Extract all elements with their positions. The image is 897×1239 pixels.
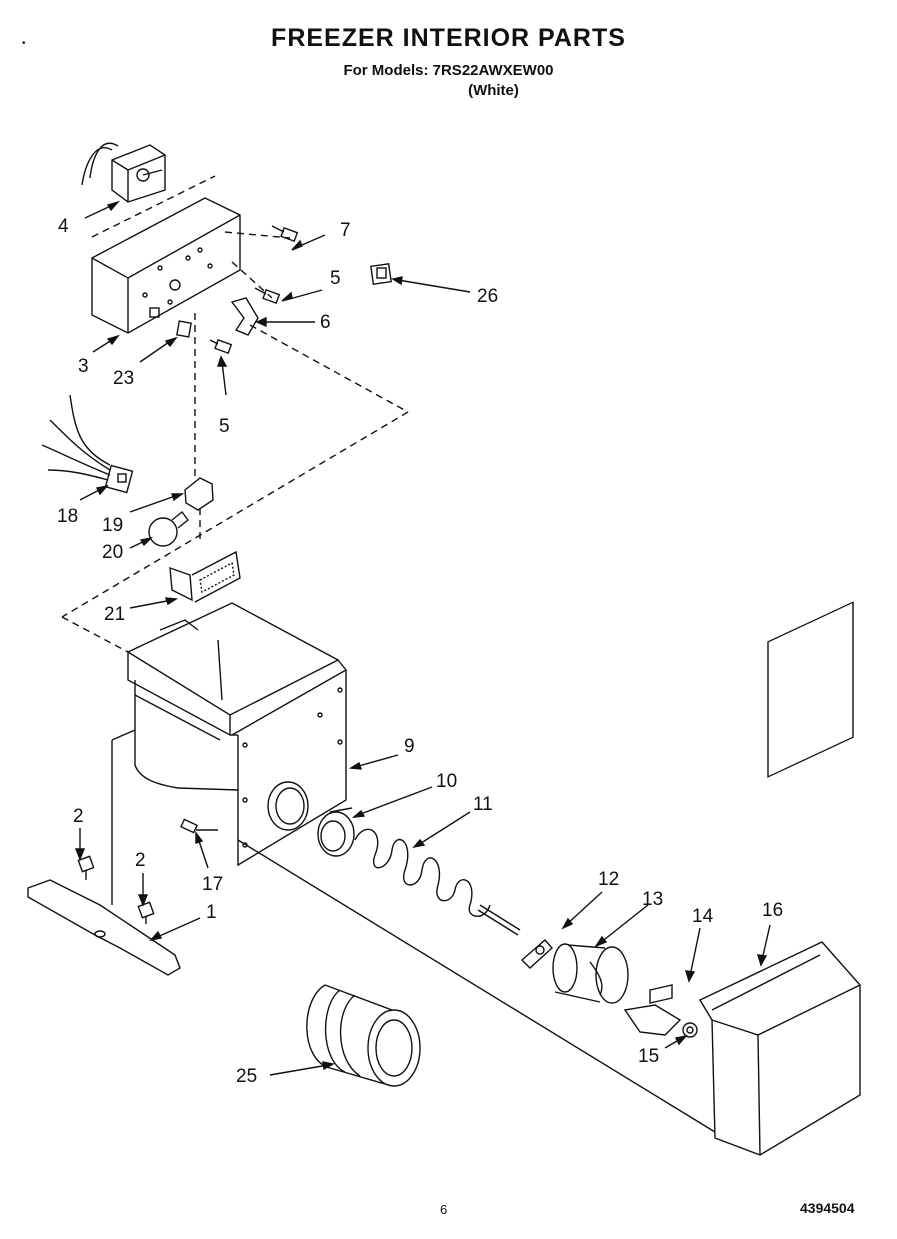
part-5-screw-lower[interactable] [209,339,233,355]
part-15-nut[interactable] [682,1022,698,1038]
color-line: (White) [468,82,519,99]
callout-19: 19 [102,515,123,536]
callout-18: 18 [57,506,78,527]
callout-23: 23 [113,368,134,389]
part-10-bearing[interactable] [317,807,355,857]
part-17-screw[interactable] [180,818,218,834]
part-11-auger[interactable] [354,828,521,936]
callout-9: 9 [404,736,415,757]
assembly-rail-lines [111,729,716,1133]
callout-15: 15 [638,1046,659,1067]
page-number: 6 [440,1202,448,1217]
callout-arrows [74,200,771,1076]
part-1-bar[interactable] [27,879,181,976]
callout-12: 12 [598,869,619,890]
callout-21: 21 [104,604,125,625]
part-14-bracket[interactable] [623,984,682,1036]
callout-7: 7 [340,220,351,241]
part-6-clip[interactable] [230,297,259,336]
callout-26: 26 [477,286,498,307]
callout-10: 10 [436,771,457,792]
part-26-switch[interactable] [370,263,392,285]
callout-labels: 4 7 5 6 26 3 23 5 18 19 20 21 9 10 11 2 … [57,216,783,1087]
part-19-light-socket[interactable] [184,477,214,511]
callout-11: 11 [473,794,493,815]
callout-25: 25 [236,1066,257,1087]
callout-13: 13 [642,889,663,910]
callout-6: 6 [320,312,331,333]
part-12-blade[interactable] [520,939,553,969]
callout-14: 14 [692,906,714,927]
part-3-housing[interactable] [91,197,241,334]
part-18-wire-harness[interactable] [41,394,134,494]
part-23-block[interactable] [176,320,192,338]
part-2-screw-left[interactable] [77,855,95,880]
assembly-guides [61,175,409,653]
callout-3: 3 [78,356,89,377]
callout-5-lower: 5 [219,416,230,437]
callout-4: 4 [58,216,69,237]
part-16-front-cover[interactable] [699,601,861,1156]
part-21-light-shield[interactable] [169,550,241,603]
callout-16: 16 [762,900,783,921]
part-9-ice-bucket[interactable] [126,602,347,867]
callout-20: 20 [102,542,123,563]
part-4-auger-motor[interactable] [81,142,166,203]
document-code: 4394504 [800,1200,855,1216]
callout-1: 1 [206,902,217,923]
corner-mark: • [22,38,26,49]
part-13-crusher-housing[interactable] [552,943,629,1004]
models-line: For Models: 7RS22AWXEW00 [343,62,554,79]
callout-2-left: 2 [73,806,84,827]
callout-2-right: 2 [135,850,146,871]
part-5-screw-upper[interactable] [254,287,281,305]
part-25-insulation-roll[interactable] [306,984,421,1087]
page-title: FREEZER INTERIOR PARTS [271,24,626,52]
callout-5-upper: 5 [330,268,341,289]
part-20-light-bulb[interactable] [148,511,189,547]
callout-17: 17 [202,874,223,895]
part-2-screw-right[interactable] [137,901,155,924]
part-7-screw[interactable] [271,225,299,243]
